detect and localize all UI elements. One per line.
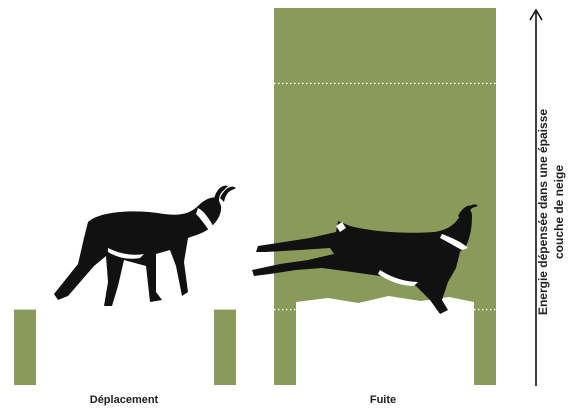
snow-layer (36, 296, 474, 385)
bar-label-fuite: Fuite (283, 393, 483, 407)
axis-title-line-1: Energie dépensée dans une épaisse (535, 62, 551, 362)
bar-label-deplacement: Déplacement (24, 393, 224, 407)
snow-block-0 (36, 296, 214, 385)
axis-title: Energie dépensée dans une épaisse couche… (535, 62, 567, 362)
walking-chamois-illustration (54, 186, 236, 306)
axis-title-line-2: couche de neige (551, 62, 567, 362)
